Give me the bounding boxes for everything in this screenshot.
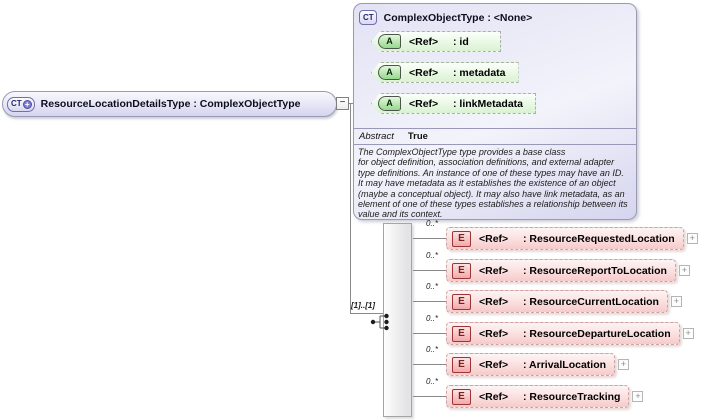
element-row: 0..* E <Ref> : ResourceTracking + (413, 377, 644, 408)
expand-icon[interactable]: + (632, 391, 644, 402)
complex-type-icon-label: CT (11, 99, 22, 108)
element-row: 0..* E <Ref> : ArrivalLocation + (413, 345, 630, 376)
element-ref-label: <Ref> (479, 295, 509, 308)
complex-type-icon: CT (359, 10, 377, 25)
expand-icon[interactable]: + (686, 233, 698, 244)
element-row: 0..* E <Ref> : ResourceCurrentLocation + (413, 282, 682, 313)
occurs-label: 0..* (426, 314, 439, 323)
attribute-icon: A (378, 34, 401, 49)
element-ref-label: <Ref> (479, 264, 509, 277)
attribute-ref-label: <Ref> (409, 66, 439, 79)
expand-icon[interactable]: + (682, 328, 694, 339)
type-documentation: The ComplexObjectType type provides a ba… (358, 147, 628, 220)
element-name: : ResourceReportToLocation (523, 264, 667, 277)
expand-icon[interactable]: + (670, 296, 682, 307)
element-name: : ArrivalLocation (523, 358, 607, 371)
separator (354, 144, 636, 145)
element-icon: E (452, 262, 471, 279)
element-node[interactable]: E <Ref> : ResourceReportToLocation (446, 259, 676, 282)
base-type-title: ComplexObjectType : <None> (383, 11, 533, 24)
element-icon: E (452, 230, 471, 247)
element-ref-label: <Ref> (479, 232, 509, 245)
occurs-label: 0..* (426, 345, 439, 354)
occurs-label: 0..* (426, 282, 439, 291)
attribute-icon: A (378, 65, 401, 80)
attribute-ref-label: <Ref> (409, 97, 439, 110)
attribute-node[interactable]: A <Ref> : metadata (371, 62, 519, 83)
expand-icon[interactable]: + (618, 359, 630, 370)
element-name: : ResourceTracking (523, 390, 621, 403)
connector-line (413, 238, 446, 239)
element-ref-label: <Ref> (479, 327, 509, 340)
complex-type-icon: CT + (7, 96, 35, 112)
base-type-header: CT ComplexObjectType : <None> (359, 10, 532, 25)
element-node[interactable]: E <Ref> : ResourceRequestedLocation (446, 227, 684, 250)
element-ref-label: <Ref> (479, 390, 509, 403)
occurs-label: 0..* (426, 219, 439, 228)
sequence-compositor-icon (370, 313, 389, 331)
element-icon: E (452, 356, 471, 373)
abstract-label: Abstract (359, 131, 394, 142)
occurs-label: 0..* (426, 377, 439, 386)
derive-plus-icon: + (22, 99, 32, 109)
attribute-node[interactable]: A <Ref> : linkMetadata (371, 93, 537, 114)
element-row: 0..* E <Ref> : ResourceRequestedLocation… (413, 219, 698, 250)
connector-line (413, 364, 446, 365)
expand-icon[interactable]: + (678, 265, 690, 276)
connector-line (350, 313, 384, 314)
element-icon: E (452, 325, 471, 342)
connector-line (413, 270, 446, 271)
connector-line (413, 333, 446, 334)
collapse-toggle-icon[interactable]: − (336, 97, 349, 110)
separator (354, 128, 636, 129)
element-row: 0..* E <Ref> : ResourceDepartureLocation… (413, 314, 694, 345)
element-node[interactable]: E <Ref> : ResourceDepartureLocation (446, 322, 680, 345)
abstract-value: True (407, 131, 428, 142)
attribute-name: : metadata (453, 66, 506, 79)
connector-line (413, 301, 446, 302)
attribute-name: : id (453, 35, 469, 48)
element-row: 0..* E <Ref> : ResourceReportToLocation … (413, 251, 690, 282)
attribute-name: : linkMetadata (453, 97, 524, 110)
connector-line (350, 103, 351, 314)
occurrence-label: [1]..[1] (351, 301, 375, 310)
element-icon: E (452, 293, 471, 310)
root-element-name: ResourceLocationDetailsType : ComplexObj… (40, 98, 301, 110)
sequence-group-bar[interactable] (383, 223, 412, 417)
element-node[interactable]: E <Ref> : ResourceTracking (446, 385, 630, 408)
element-name: : ResourceDepartureLocation (523, 327, 671, 340)
occurs-label: 0..* (426, 251, 439, 260)
element-node[interactable]: E <Ref> : ResourceCurrentLocation (446, 290, 668, 313)
attribute-ref-label: <Ref> (409, 35, 439, 48)
connector-line (413, 396, 446, 397)
abstract-fact-row: Abstract True (359, 131, 428, 142)
attribute-icon: A (378, 96, 401, 111)
attribute-node[interactable]: A <Ref> : id (371, 31, 501, 52)
root-element-node[interactable]: CT + ResourceLocationDetailsType : Compl… (2, 91, 337, 117)
element-name: : ResourceCurrentLocation (523, 295, 659, 308)
base-type-box[interactable]: CT ComplexObjectType : <None> A <Ref> : … (353, 3, 637, 220)
attribute-list: A <Ref> : id A <Ref> : metadata A <Ref> … (354, 4, 636, 219)
element-ref-label: <Ref> (479, 358, 509, 371)
element-name: : ResourceRequestedLocation (523, 232, 675, 245)
element-node[interactable]: E <Ref> : ArrivalLocation (446, 353, 616, 376)
element-icon: E (452, 388, 471, 405)
